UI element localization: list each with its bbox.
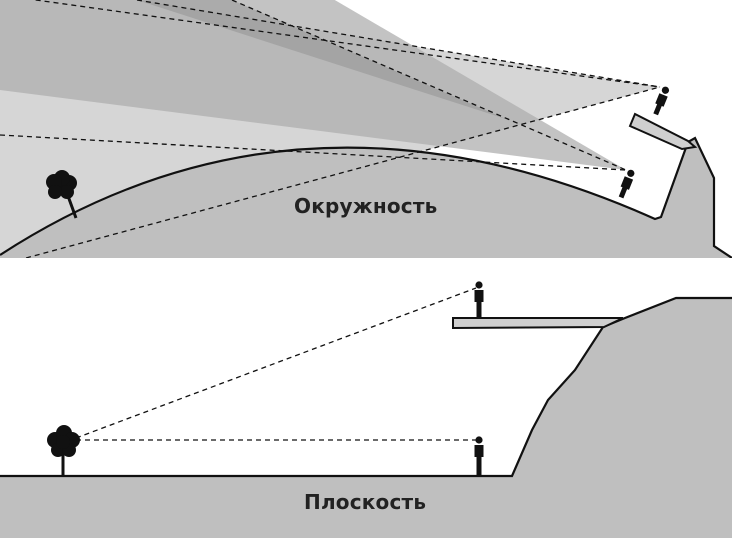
curved-ground xyxy=(0,138,732,258)
sight-cone-low xyxy=(0,0,626,170)
bottom-panel xyxy=(0,281,732,538)
sight-line xyxy=(75,287,477,439)
top-panel xyxy=(0,0,732,258)
sight-line xyxy=(136,0,661,88)
sight-lines-top xyxy=(0,0,661,258)
person-icon xyxy=(653,86,670,116)
caption-curved-earth: Окружность xyxy=(294,194,438,218)
flat-ground xyxy=(0,298,732,538)
cliff-platform xyxy=(628,112,698,151)
sight-line xyxy=(31,0,661,88)
person-icon xyxy=(474,436,484,475)
tree-icon xyxy=(46,170,78,219)
sight-lines-bottom xyxy=(75,287,477,441)
earth-curve-outline xyxy=(0,136,732,258)
ground-line xyxy=(0,296,732,478)
sight-line xyxy=(23,86,661,258)
tree-icon xyxy=(47,425,80,475)
person-icon xyxy=(474,281,484,317)
cliff-platform xyxy=(452,317,624,330)
sight-cone-overlap xyxy=(137,0,506,119)
person-icon xyxy=(618,169,635,199)
caption-flat-earth: Плоскость xyxy=(304,490,427,514)
sight-line xyxy=(0,134,627,171)
